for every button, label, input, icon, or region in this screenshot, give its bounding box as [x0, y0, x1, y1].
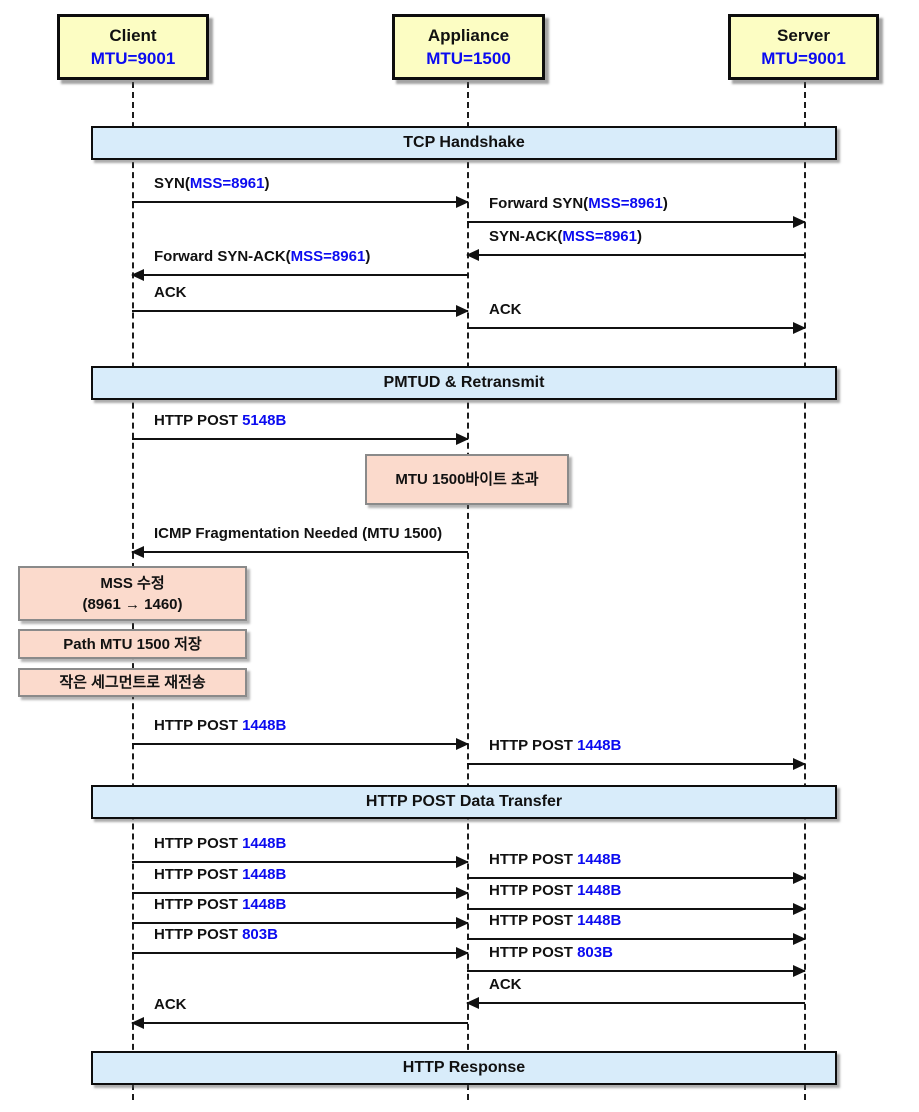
message-ack-final: ACK [131, 995, 468, 1029]
section-label: HTTP POST Data Transfer [365, 793, 563, 810]
section-divider-http-post-data-transfer: HTTP POST Data Transfer [91, 785, 837, 819]
actor-appliance: Appliance MTU=1500 [392, 14, 545, 80]
section-label: HTTP Response [402, 1059, 526, 1076]
arrow-right [467, 322, 806, 334]
arrow-left [466, 249, 805, 261]
message-label: SYN-ACK(MSS=8961) [489, 228, 642, 245]
arrow-right [132, 947, 469, 959]
message-ack-client: ACK [132, 283, 469, 317]
actor-mtu-label: MTU=9001 [90, 48, 176, 68]
section-label: TCP Handshake [403, 134, 525, 151]
arrow-left [131, 269, 468, 281]
message-label: HTTP POST 1448B [489, 851, 622, 868]
message-ack-server: ACK [466, 975, 805, 1009]
message-label: HTTP POST 803B [489, 944, 613, 961]
message-label: ACK [489, 976, 522, 993]
note-mss-rewrite: MSS 수정 (8961 → 1460) [18, 566, 247, 621]
message-label: ICMP Fragmentation Needed (MTU 1500) [154, 525, 443, 542]
note-retransmit-small-segments: 작은 세그먼트로 재전송 [18, 668, 247, 697]
message-label: ACK [489, 301, 522, 318]
message-label: Forward SYN(MSS=8961) [489, 195, 668, 212]
message-http-post-803b: HTTP POST 803B [132, 925, 469, 959]
message-http-post-1448b: HTTP POST 1448B [132, 865, 469, 899]
actor-client: Client MTU=9001 [57, 14, 209, 80]
actor-mtu-label: MTU=1500 [426, 48, 511, 68]
message-label: HTTP POST 1448B [489, 912, 622, 929]
arrow-right [132, 738, 469, 750]
note-text: Path MTU 1500 저장 [63, 635, 202, 653]
note-path-mtu-store: Path MTU 1500 저장 [18, 629, 247, 659]
message-http-post-1448b: HTTP POST 1448B [467, 850, 806, 884]
note-text: MTU 1500바이트 초과 [395, 471, 539, 488]
message-label: HTTP POST 5148B [154, 412, 287, 429]
message-http-post-1448b: HTTP POST 1448B [132, 716, 469, 750]
message-label: HTTP POST 1448B [154, 835, 287, 852]
arrow-right [132, 305, 469, 317]
actor-server: Server MTU=9001 [728, 14, 879, 80]
message-label: HTTP POST 1448B [154, 717, 287, 734]
message-http-post-803b: HTTP POST 803B [467, 943, 806, 977]
arrow-left [131, 546, 468, 558]
message-label: SYN(MSS=8961) [154, 175, 270, 192]
arrow-right [467, 903, 806, 915]
note-mtu-exceeded: MTU 1500바이트 초과 [365, 454, 569, 505]
message-label: Forward SYN-ACK(MSS=8961) [154, 248, 371, 265]
note-text: 작은 세그먼트로 재전송 [59, 674, 206, 691]
arrow-right [467, 216, 806, 228]
message-icmp-frag-needed: ICMP Fragmentation Needed (MTU 1500) [131, 524, 468, 558]
message-label: HTTP POST 1448B [154, 866, 287, 883]
section-divider-pmtud-retransmit: PMTUD & Retransmit [91, 366, 837, 400]
note-text-line1: MSS 수정 [100, 574, 165, 592]
message-label: HTTP POST 1448B [154, 896, 287, 913]
section-divider-http-response: HTTP Response [91, 1051, 837, 1085]
message-http-post-1448b: HTTP POST 1448B [467, 881, 806, 915]
section-divider-tcp-handshake: TCP Handshake [91, 126, 837, 160]
actor-mtu-label: MTU=9001 [761, 48, 846, 68]
message-label: ACK [154, 284, 187, 301]
message-syn-ack: SYN-ACK(MSS=8961) [466, 227, 805, 261]
message-forward-syn: Forward SYN(MSS=8961) [467, 194, 806, 228]
message-syn: SYN(MSS=8961) [132, 174, 469, 208]
lifeline-appliance [467, 82, 469, 1100]
arrow-left [131, 1017, 468, 1029]
message-label: ACK [154, 996, 187, 1013]
message-http-post-1448b: HTTP POST 1448B [132, 895, 469, 929]
lifeline-server [804, 82, 806, 1100]
message-http-post-5148b: HTTP POST 5148B [132, 411, 469, 445]
actor-name: Client [109, 26, 157, 46]
message-label: HTTP POST 1448B [489, 737, 622, 754]
note-text-line2: (8961 → 1460) [82, 595, 183, 613]
arrow-right [132, 433, 469, 445]
arrow-right [467, 758, 806, 770]
message-http-post-1448b: HTTP POST 1448B [467, 911, 806, 945]
arrow-right [467, 872, 806, 884]
message-forward-syn-ack: Forward SYN-ACK(MSS=8961) [131, 247, 468, 281]
arrow-right [467, 933, 806, 945]
section-label: PMTUD & Retransmit [383, 374, 545, 391]
message-http-post-1448b: HTTP POST 1448B [467, 736, 806, 770]
arrow-right [467, 965, 806, 977]
arrow-right [132, 856, 469, 868]
message-ack-appliance: ACK [467, 300, 806, 334]
actor-name: Appliance [427, 26, 510, 46]
arrow-right [132, 917, 469, 929]
arrow-right [132, 887, 469, 899]
arrow-left [466, 997, 805, 1009]
message-http-post-1448b: HTTP POST 1448B [132, 834, 469, 868]
arrow-right [132, 196, 469, 208]
actor-name: Server [777, 26, 830, 46]
message-label: HTTP POST 1448B [489, 882, 622, 899]
message-label: HTTP POST 803B [154, 926, 278, 943]
